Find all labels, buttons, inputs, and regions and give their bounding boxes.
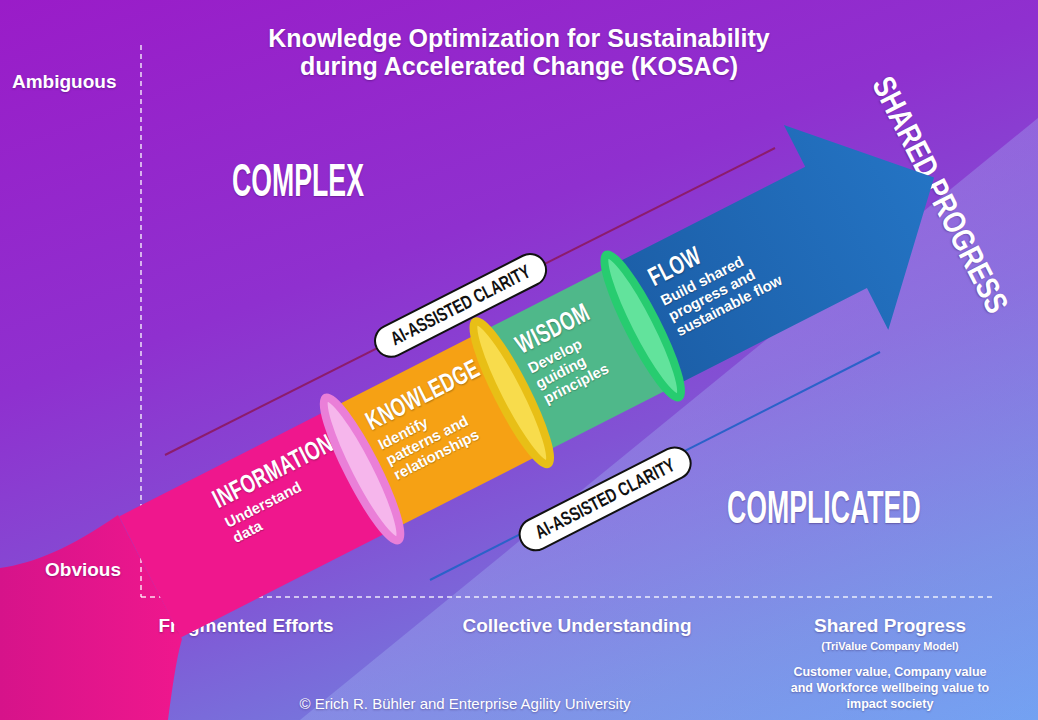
- stage-text: INFORMATIONUnderstand data: [208, 444, 326, 546]
- axis-label: Obvious: [45, 559, 121, 581]
- stage-label: Collective Understanding: [462, 615, 691, 637]
- axis-label: Ambiguous: [12, 71, 117, 93]
- copyright-note: © Erich R. Bühler and Enterprise Agility…: [299, 695, 630, 712]
- stage-label: Shared Progress: [814, 615, 966, 637]
- zone-label: COMPLICATED: [727, 481, 921, 534]
- model-note: (TriValue Company Model): [821, 640, 959, 653]
- axis-line: [141, 596, 992, 598]
- model-description: Customer value, Company value and Workfo…: [783, 664, 998, 712]
- zone-label: COMPLEX: [232, 154, 364, 207]
- stage-text: KNOWLEDGEIdentify patterns and relations…: [362, 361, 497, 483]
- diagram-title: Knowledge Optimization for Sustainabilit…: [249, 24, 789, 80]
- arrow-shape: [591, 75, 987, 428]
